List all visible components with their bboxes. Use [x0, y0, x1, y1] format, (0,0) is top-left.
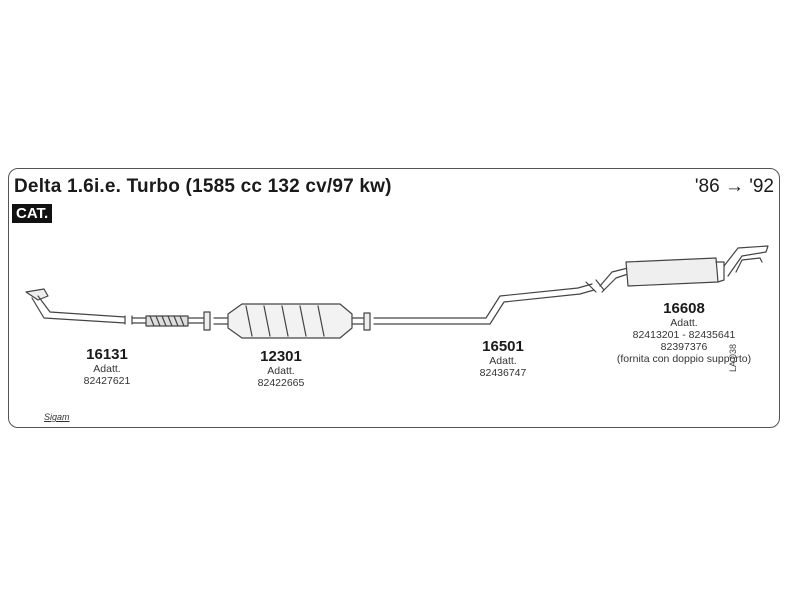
- part-code: 16608: [663, 300, 705, 317]
- rear-silencer-drawing: [599, 245, 769, 293]
- diagram-reference: LA 038: [728, 343, 738, 372]
- part-line: Adatt.: [489, 355, 517, 367]
- part-line: Adatt.: [267, 365, 295, 377]
- part-line: 82397376: [660, 341, 708, 353]
- part-code: 16131: [86, 346, 128, 363]
- part-line: (fornita con doppio supporto): [616, 353, 752, 365]
- middle-pipe-drawing: [373, 279, 605, 325]
- part-16131: 16131 Adatt. 82427621: [72, 346, 142, 387]
- cat-badge: CAT.: [12, 204, 53, 223]
- brand-logo: Sigam: [44, 412, 70, 422]
- part-line: Adatt.: [93, 363, 121, 375]
- part-line: 82436747: [479, 367, 527, 379]
- part-line: 82427621: [83, 375, 131, 387]
- front-pipe-drawing: [25, 288, 211, 331]
- catalyst-drawing: [213, 303, 371, 339]
- part-code: 16501: [482, 338, 524, 355]
- part-line: 82413201 - 82435641: [632, 329, 736, 341]
- part-line: Adatt.: [670, 317, 698, 329]
- year-range: '86 → '92: [694, 176, 774, 197]
- part-12301: 12301 Adatt. 82422665: [246, 348, 316, 389]
- part-16608: 16608 Adatt. 82413201 - 82435641 8239737…: [596, 300, 772, 365]
- vehicle-title: Delta 1.6i.e. Turbo (1585 cc 132 cv/97 k…: [14, 176, 392, 197]
- part-code: 12301: [260, 348, 302, 365]
- diagram-panel: [8, 168, 780, 428]
- part-line: 82422665: [257, 377, 305, 389]
- part-16501: 16501 Adatt. 82436747: [468, 338, 538, 379]
